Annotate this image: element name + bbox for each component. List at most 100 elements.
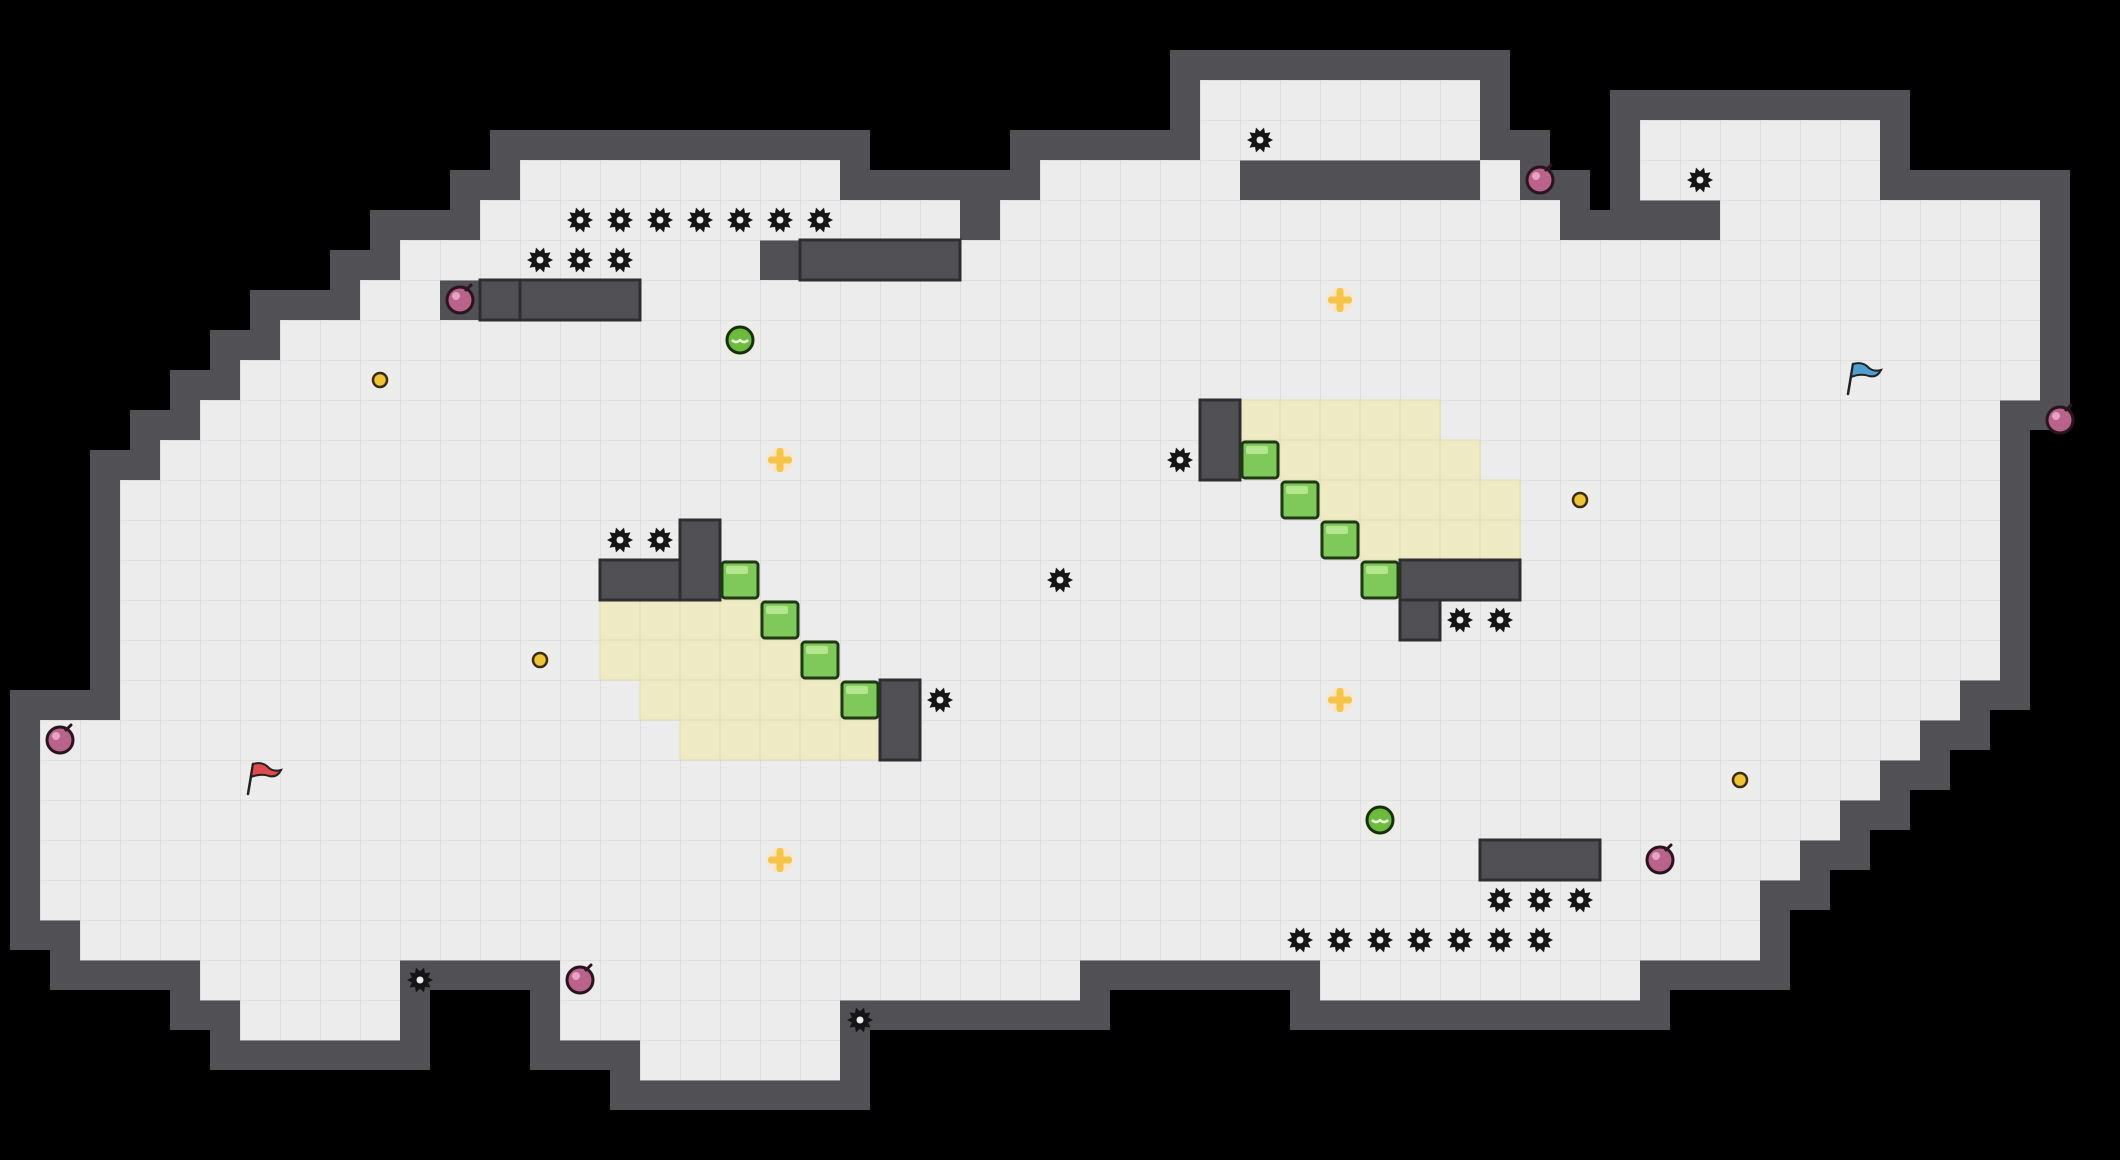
- floor-segment: [1640, 120, 1880, 161]
- yellow-zone-cell: [1439, 519, 1481, 561]
- yellow-zone-cell: [719, 719, 761, 761]
- yellow-zone-cell: [1239, 399, 1281, 441]
- floor-segment: [1320, 960, 1640, 1001]
- floor-segment: [80, 920, 1760, 961]
- floor-segment: [1640, 160, 1880, 201]
- floor-segment: [120, 600, 2000, 641]
- floor-segment: [40, 720, 1920, 761]
- spiked-saw-icon: [1567, 887, 1593, 913]
- spiked-saw-icon: [1367, 927, 1393, 953]
- floor-segment: [120, 520, 2000, 561]
- yellow-zone-cell: [679, 719, 721, 761]
- bumper-icon: [725, 325, 755, 355]
- yellow-zone-cell: [1359, 399, 1401, 441]
- spiked-saw-icon: [807, 207, 833, 233]
- floor-segment: [1480, 160, 1520, 201]
- floor-segment: [480, 280, 2040, 321]
- floor-segment: [240, 1000, 400, 1041]
- spiked-saw-icon: [847, 1007, 873, 1033]
- floor-segment: [120, 680, 1960, 721]
- inner-wall-block: [478, 278, 522, 322]
- yellow-zone-cell: [679, 599, 721, 641]
- floor-segment: [280, 320, 2040, 361]
- floor-segment: [520, 160, 840, 201]
- pushable-block-icon[interactable]: [760, 600, 800, 640]
- yellow-zone-cell: [1279, 439, 1321, 481]
- spiked-saw-icon: [1527, 927, 1553, 953]
- coin-icon: [531, 651, 549, 669]
- plus-pickup-icon: [1327, 687, 1353, 713]
- pushable-block-icon[interactable]: [720, 560, 760, 600]
- yellow-zone-cell: [679, 679, 721, 721]
- spiked-saw-icon: [1487, 607, 1513, 633]
- yellow-zone-cell: [799, 719, 841, 761]
- yellow-zone-cell: [1319, 479, 1361, 521]
- floor-segment: [160, 440, 2000, 481]
- plus-pickup-icon: [767, 847, 793, 873]
- floor-segment: [480, 200, 960, 241]
- yellow-zone-cell: [759, 719, 801, 761]
- floor-segment: [1720, 200, 2040, 241]
- spiked-saw-icon: [567, 247, 593, 273]
- yellow-zone-cell: [839, 719, 881, 761]
- yellow-zone-cell: [1439, 479, 1481, 521]
- bomb-icon: [2045, 403, 2075, 435]
- floor-segment: [800, 240, 2040, 281]
- yellow-zone-cell: [759, 679, 801, 721]
- yellow-zone-cell: [759, 639, 801, 681]
- coin-icon: [371, 371, 389, 389]
- spiked-saw-icon: [567, 207, 593, 233]
- spiked-saw-icon: [1487, 887, 1513, 913]
- yellow-zone-cell: [719, 679, 761, 721]
- yellow-zone-cell: [1279, 399, 1321, 441]
- floor-layer: [40, 80, 2040, 1081]
- spiked-saw-icon: [1687, 167, 1713, 193]
- yellow-zone-cell: [1399, 479, 1441, 521]
- inner-wall-block: [1198, 398, 1242, 482]
- spiked-saw-icon: [687, 207, 713, 233]
- inner-wall-block: [518, 278, 642, 322]
- inner-wall-block: [878, 678, 922, 762]
- coin-icon: [1571, 491, 1589, 509]
- bomb-icon: [45, 723, 75, 755]
- floor-segment: [1040, 160, 1240, 201]
- pushable-block-icon[interactable]: [800, 640, 840, 680]
- pushable-block-icon[interactable]: [1320, 520, 1360, 560]
- yellow-zone-layer: [599, 399, 1521, 761]
- pushable-block-icon[interactable]: [1280, 480, 1320, 520]
- yellow-zone-cell: [599, 599, 641, 641]
- yellow-zone-cell: [1399, 439, 1441, 481]
- floor-segment: [240, 360, 2040, 401]
- pushable-block-icon[interactable]: [840, 680, 880, 720]
- bumper-icon: [1365, 805, 1395, 835]
- plus-pickup-icon: [767, 447, 793, 473]
- spiked-saw-icon: [1247, 127, 1273, 153]
- floor-segment: [1200, 80, 1480, 121]
- bomb-icon: [565, 963, 595, 995]
- coin-icon: [1731, 771, 1749, 789]
- inner-wall-layer: [478, 238, 1602, 882]
- spiked-saw-icon: [1047, 567, 1073, 593]
- bomb-icon: [445, 283, 475, 315]
- floor-segment: [1200, 120, 1480, 161]
- yellow-zone-cell: [719, 599, 761, 641]
- inner-wall-block: [1478, 838, 1602, 882]
- inner-wall-block: [1398, 558, 1522, 602]
- spiked-saw-icon: [1447, 927, 1473, 953]
- yellow-zone-cell: [1359, 479, 1401, 521]
- spiked-saw-icon: [727, 207, 753, 233]
- floor-segment: [120, 480, 2000, 521]
- spiked-saw-icon: [1407, 927, 1433, 953]
- pushable-block-icon[interactable]: [1360, 560, 1400, 600]
- yellow-zone-cell: [1359, 519, 1401, 561]
- floor-segment: [1000, 200, 1560, 241]
- floor-segment: [40, 880, 1760, 921]
- plus-pickup-icon: [1327, 287, 1353, 313]
- spiked-saw-icon: [927, 687, 953, 713]
- yellow-zone-cell: [1479, 519, 1521, 561]
- pushable-block-icon[interactable]: [1240, 440, 1280, 480]
- spiked-saw-icon: [647, 527, 673, 553]
- yellow-zone-cell: [1479, 479, 1521, 521]
- floor-segment: [200, 960, 400, 1001]
